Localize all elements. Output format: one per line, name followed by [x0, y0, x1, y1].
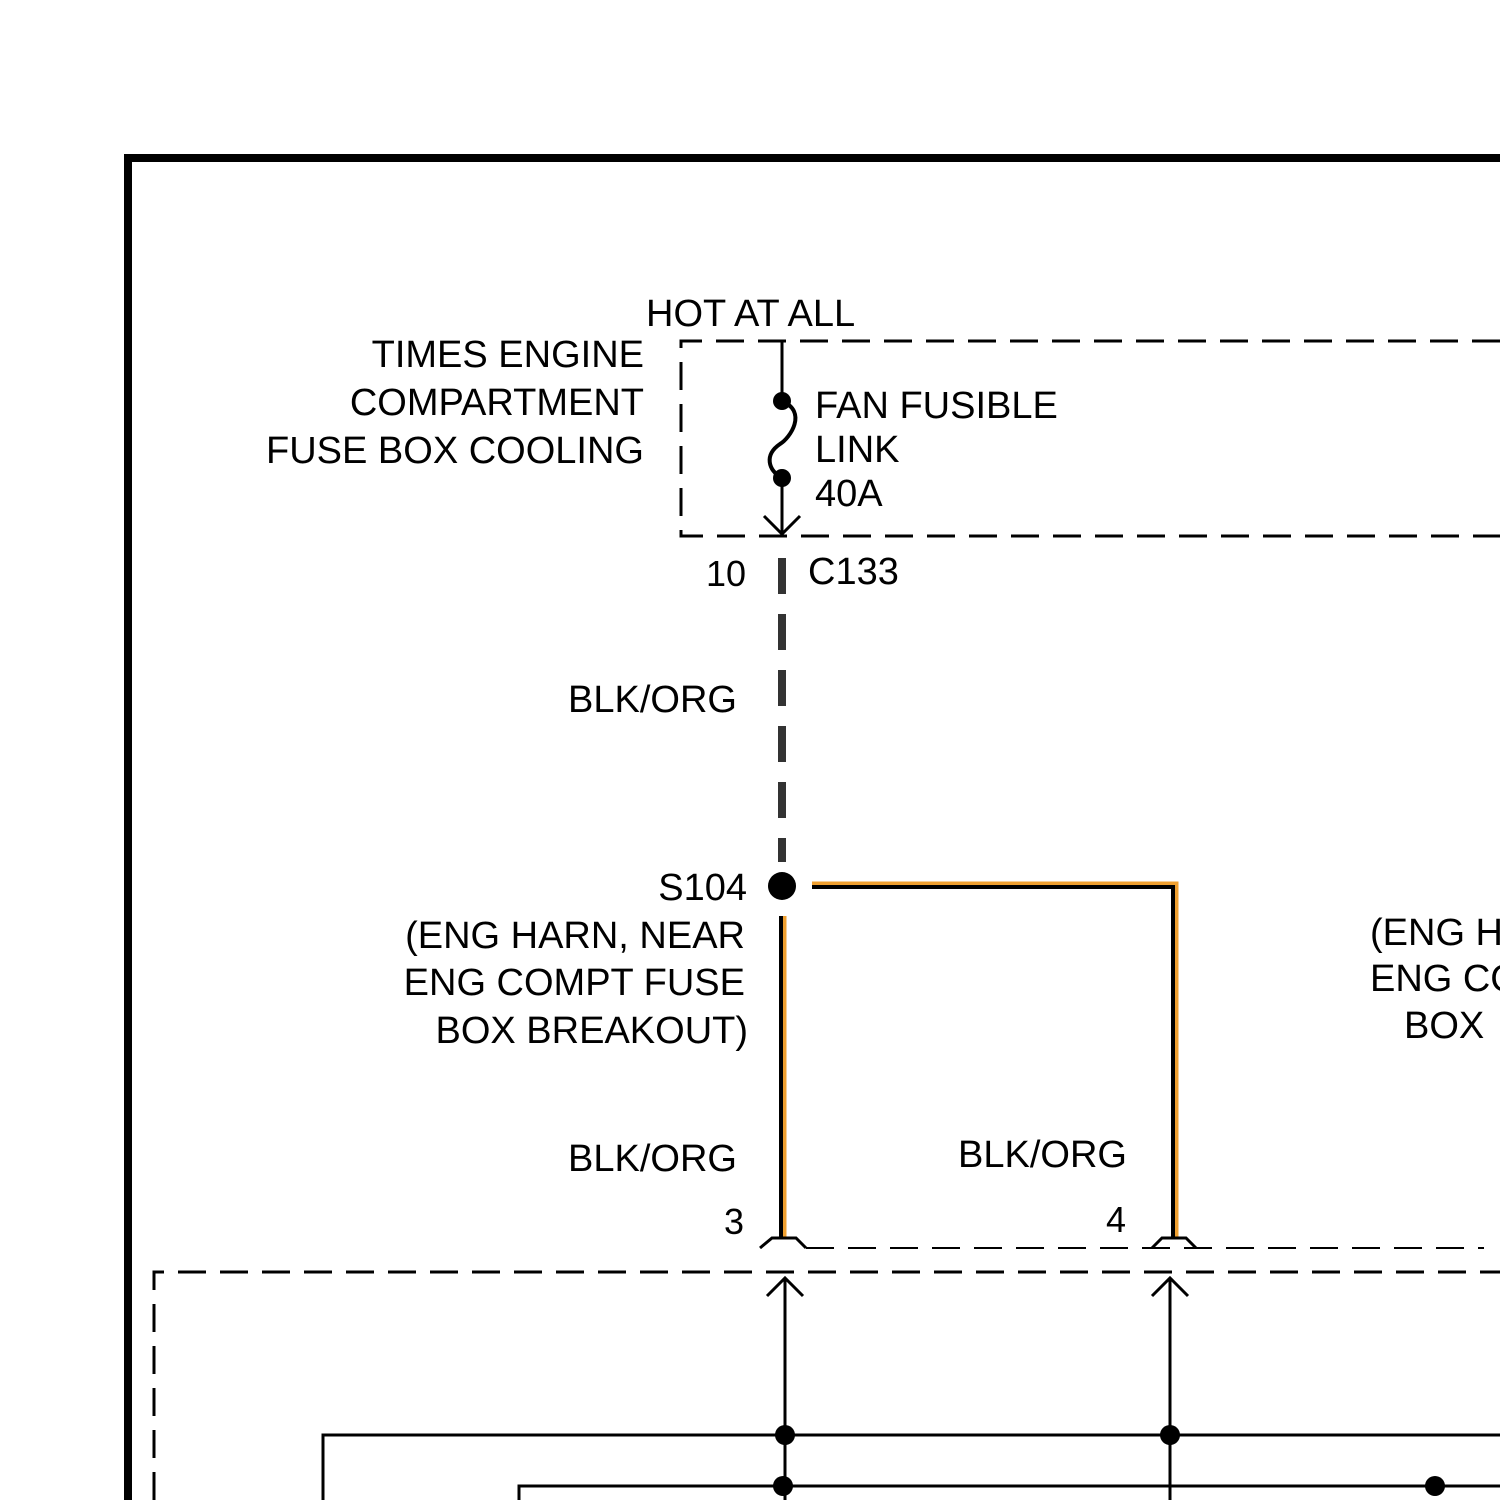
fuse-box-heading: HOT AT ALL: [646, 293, 855, 335]
fusible-link-label: LINK: [815, 429, 899, 471]
right-splice-location-line: ENG CO: [1370, 958, 1500, 1000]
connector-c133-pin: 10: [706, 553, 746, 594]
fuse-box-boundary: [681, 341, 1500, 536]
connector-pin-3-cap: [760, 1238, 806, 1248]
splice-location-line: (ENG HARN, NEAR: [405, 915, 745, 957]
lower-internal-wiring: [323, 1280, 1500, 1500]
left-wire-color-label: BLK/ORG: [568, 1138, 737, 1180]
junction-dot: [1425, 1476, 1445, 1496]
fusible-link-rating: 40A: [815, 473, 883, 515]
connector-c133-id: C133: [808, 551, 899, 593]
connector-pin-3-label: 3: [724, 1201, 744, 1242]
fusible-link-label: FAN FUSIBLE: [815, 385, 1058, 427]
lower-component-boundary: [154, 1272, 1500, 1500]
feed-wire-color-label: BLK/ORG: [568, 679, 737, 721]
fuse-box-name-line: TIMES ENGINE: [372, 334, 644, 376]
connector-pin-4-cap: [1152, 1238, 1196, 1248]
splice-s104-id: S104: [658, 867, 747, 909]
fuse-box-name-line: FUSE BOX COOLING: [266, 430, 644, 472]
junction-dot: [773, 1476, 793, 1496]
connector-pin-4-label: 4: [1106, 1199, 1126, 1240]
splice-location-line: ENG COMPT FUSE: [404, 962, 745, 1004]
fusible-link-symbol: [764, 341, 800, 534]
splice-s104-dot: [768, 872, 796, 900]
right-splice-location-line: BOX: [1404, 1005, 1484, 1047]
right-branch-wire: [812, 884, 1176, 1238]
right-wire-color-label: BLK/ORG: [958, 1134, 1127, 1176]
right-splice-location-line: (ENG H: [1370, 912, 1500, 954]
junction-dot: [1160, 1425, 1180, 1445]
diagram-frame: [128, 158, 1500, 1500]
fuse-box-name-line: COMPARTMENT: [350, 382, 644, 424]
splice-location-line: BOX BREAKOUT): [436, 1010, 749, 1052]
left-branch-wire: [781, 916, 784, 1238]
junction-dot: [775, 1425, 795, 1445]
